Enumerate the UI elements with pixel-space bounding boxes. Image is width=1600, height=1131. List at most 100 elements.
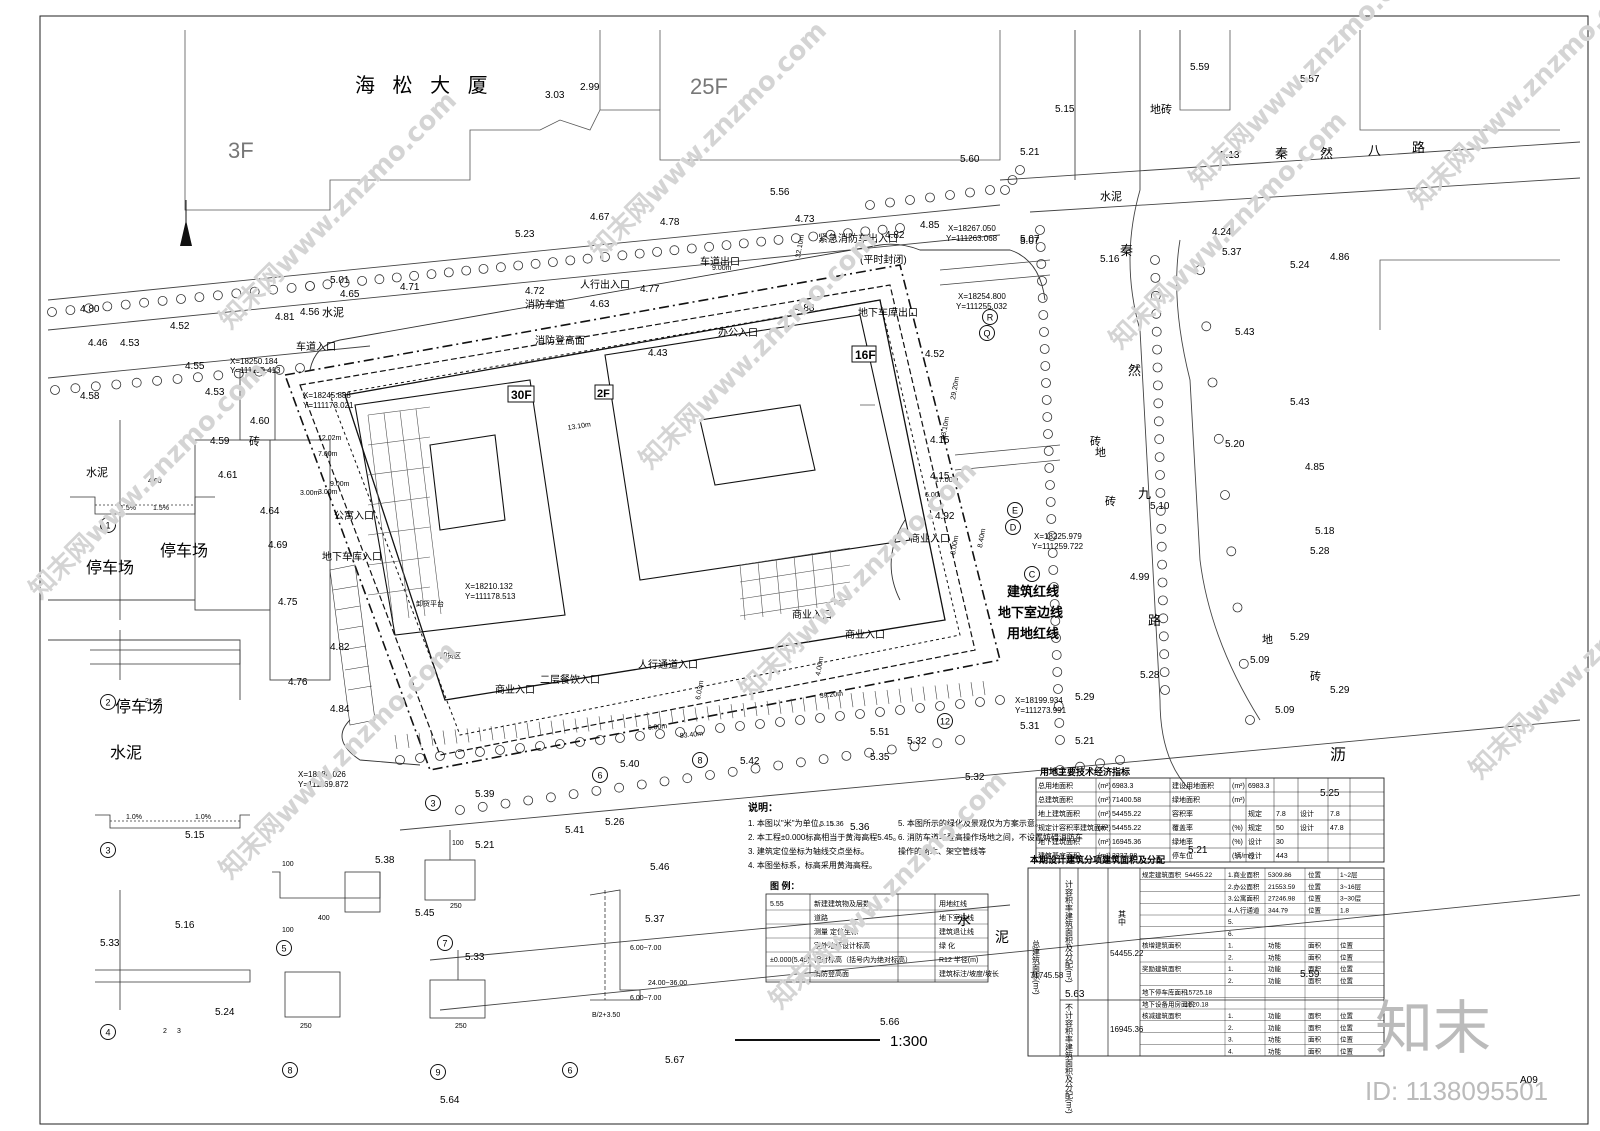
tree-icon <box>1155 487 1166 498</box>
elevation-label: 5.63 <box>1065 989 1085 1000</box>
legend-text-2: R12 半径(m) <box>939 955 978 964</box>
tree-icon <box>1195 265 1205 275</box>
area-table-cell: 功能 <box>1268 941 1282 950</box>
tech-table-cell: (m²) <box>1232 797 1245 804</box>
area-table-cell: 3~30层 <box>1340 895 1362 903</box>
elevation-label: 5.42 <box>740 756 760 767</box>
tower-b-floors: 16F <box>855 348 876 362</box>
surface-label: 沥 <box>1330 746 1346 764</box>
note-line: 2. 本工程±0.000标高相当于黄海高程5.45。 <box>748 832 901 842</box>
tree-icon <box>652 246 662 257</box>
elevation-label: 5.13 <box>1220 150 1240 161</box>
area-table-cell: 位置 <box>1340 976 1354 985</box>
north-arrow-icon <box>180 200 192 246</box>
section-dim: 100 <box>452 840 464 847</box>
area-table-cell: 1.8 <box>1340 907 1349 914</box>
elevation-label: 4.72 <box>525 286 545 297</box>
section-dim: 6.00~7.00 <box>630 995 661 1002</box>
legend-symbol: 5.55 <box>770 901 784 908</box>
area-table-cell: 15725.18 <box>1185 990 1212 997</box>
elevation-label: 5.66 <box>880 1017 900 1028</box>
tree-icon <box>818 754 829 764</box>
area-table-cell: 面积 <box>1308 964 1322 973</box>
section-tag-circle <box>562 1062 578 1078</box>
tree-icon <box>1151 308 1162 319</box>
brand-logo: 知末 <box>1375 996 1491 1061</box>
area-table-cell: 功能 <box>1268 1011 1282 1020</box>
area-table-cell: 4. <box>1228 1048 1234 1055</box>
tree-icon <box>1038 310 1049 320</box>
elevation-label: 5.64 <box>440 1095 460 1106</box>
tree-icon <box>339 277 350 288</box>
elevation-label: 4.78 <box>660 217 680 228</box>
tree-icon <box>1039 327 1049 337</box>
elevation-label: 5.57 <box>1300 74 1320 85</box>
tree-icon <box>1040 361 1051 371</box>
section-details <box>70 420 641 1019</box>
elevation-label: 5.29 <box>1075 692 1095 703</box>
elevation-label: 5.41 <box>565 825 585 836</box>
area-table-cell: 功能 <box>1268 964 1282 973</box>
section-dim: 100 <box>282 861 294 868</box>
section-tag-label: C <box>1029 570 1036 580</box>
tree-icon <box>669 245 680 256</box>
tech-table-cell: 覆盖率 <box>1172 823 1193 832</box>
tech-table-cell: (m²) <box>1232 783 1245 790</box>
dimension-labels: 32.10m9.00m13.10m29.20m43.10m17.00m6.00m… <box>300 234 987 828</box>
area-table-cell: 3~16层 <box>1340 883 1362 891</box>
tree-icon <box>90 381 101 392</box>
tech-table-cell: 54455.22 <box>1112 825 1141 832</box>
tree-icon <box>435 751 445 761</box>
legend-title: 图 例： <box>770 880 800 891</box>
podium-floors: 2F <box>597 388 610 400</box>
section-tag-label: 8 <box>287 1066 292 1076</box>
area-table-cell: 核减建筑面积 <box>1142 1011 1182 1020</box>
elevation-label: 4.60 <box>250 416 270 427</box>
south-walkway <box>394 681 986 750</box>
tree-icon <box>835 711 845 721</box>
tree-icon <box>426 269 437 280</box>
building-footprints <box>344 299 946 701</box>
tree-icon <box>945 190 955 200</box>
elevation-label: 4.73 <box>795 214 815 225</box>
section-tag-circle <box>276 940 292 956</box>
elevation-label: 4.81 <box>275 312 295 323</box>
elevation-label: 5.20 <box>1225 439 1245 450</box>
tree-icon <box>1226 546 1237 557</box>
tree-icon <box>715 723 725 733</box>
elevation-label: 4.59 <box>210 436 230 447</box>
tree-icon <box>635 731 645 741</box>
tree-icon <box>595 735 605 745</box>
section-tag-label: 12 <box>940 717 950 727</box>
tree-icon <box>895 223 905 233</box>
tech-table-cell: 总建筑面积 <box>1038 795 1073 804</box>
tree-icon <box>582 253 593 264</box>
tree-icon <box>796 757 806 768</box>
tree-icon <box>1054 718 1065 728</box>
section-slope: 1.5% <box>120 505 136 512</box>
entrance-label: 公寓入口 <box>334 509 374 522</box>
dimension-label: 7.00m <box>318 451 338 458</box>
elevation-label: 5.33 <box>100 938 120 949</box>
watermark-text: 知末网www.znzmo.com <box>1464 536 1600 785</box>
note-line: 1. 本图以"米"为单位。 <box>748 818 827 828</box>
tree-icon <box>1238 658 1249 669</box>
coord: Y=111159.413 <box>230 366 281 375</box>
dimension-label: 6.00m <box>925 492 945 499</box>
dimension-label: 3.00m <box>318 489 338 496</box>
elevation-label: 5.59 <box>1190 62 1210 73</box>
tech-table-cell: 6983.3 <box>1112 783 1134 790</box>
tech-table-cell: 71400.58 <box>1112 797 1141 804</box>
tree-icon <box>682 773 693 784</box>
elevation-label: 5.10 <box>1150 501 1170 512</box>
tree-icon <box>815 713 825 723</box>
north-road-char: 八 <box>1368 143 1381 158</box>
area-total-label: 总建筑面积(m²) <box>1032 939 1041 995</box>
note-line: 6. 消防车道与登高操作场地之间，不设置妨碍消防车 <box>898 832 1083 842</box>
sheet-border <box>39 15 1589 1125</box>
entrance-label: 紧急消防车出入口 <box>818 232 898 245</box>
elevation-label: 5.60 <box>960 154 980 165</box>
tree-icon <box>1043 446 1054 456</box>
section-tag-label: 1 <box>105 521 110 531</box>
